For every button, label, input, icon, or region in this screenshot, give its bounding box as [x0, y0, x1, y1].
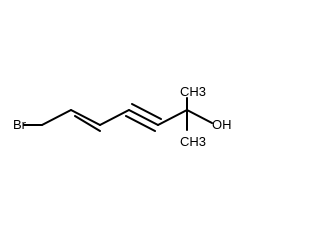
ch3-top-label: CH3 [180, 84, 206, 99]
bond-c5-c6 [157, 109, 188, 126]
bond-c4-c5-triple-1 [128, 109, 159, 126]
bond-c2-c3-inner [74, 115, 101, 132]
bond-c3-c4 [99, 109, 130, 126]
ch3-bottom-label: CH3 [180, 134, 206, 149]
bond-c1-c2 [41, 109, 72, 126]
atom-br-label: Br [13, 117, 27, 132]
bond-c4-c5-triple-2 [131, 103, 162, 120]
bond-c6-oh [186, 109, 213, 124]
atom-oh-label: OH [212, 117, 232, 132]
bond-set [23, 97, 213, 132]
molecule-diagram: Br OH CH3 CH3 [13, 84, 232, 149]
structure-canvas: Br OH CH3 CH3 [13, 84, 232, 149]
bond-c2-c3-double [70, 109, 101, 126]
bond-c4-c5-triple-3 [125, 115, 156, 132]
